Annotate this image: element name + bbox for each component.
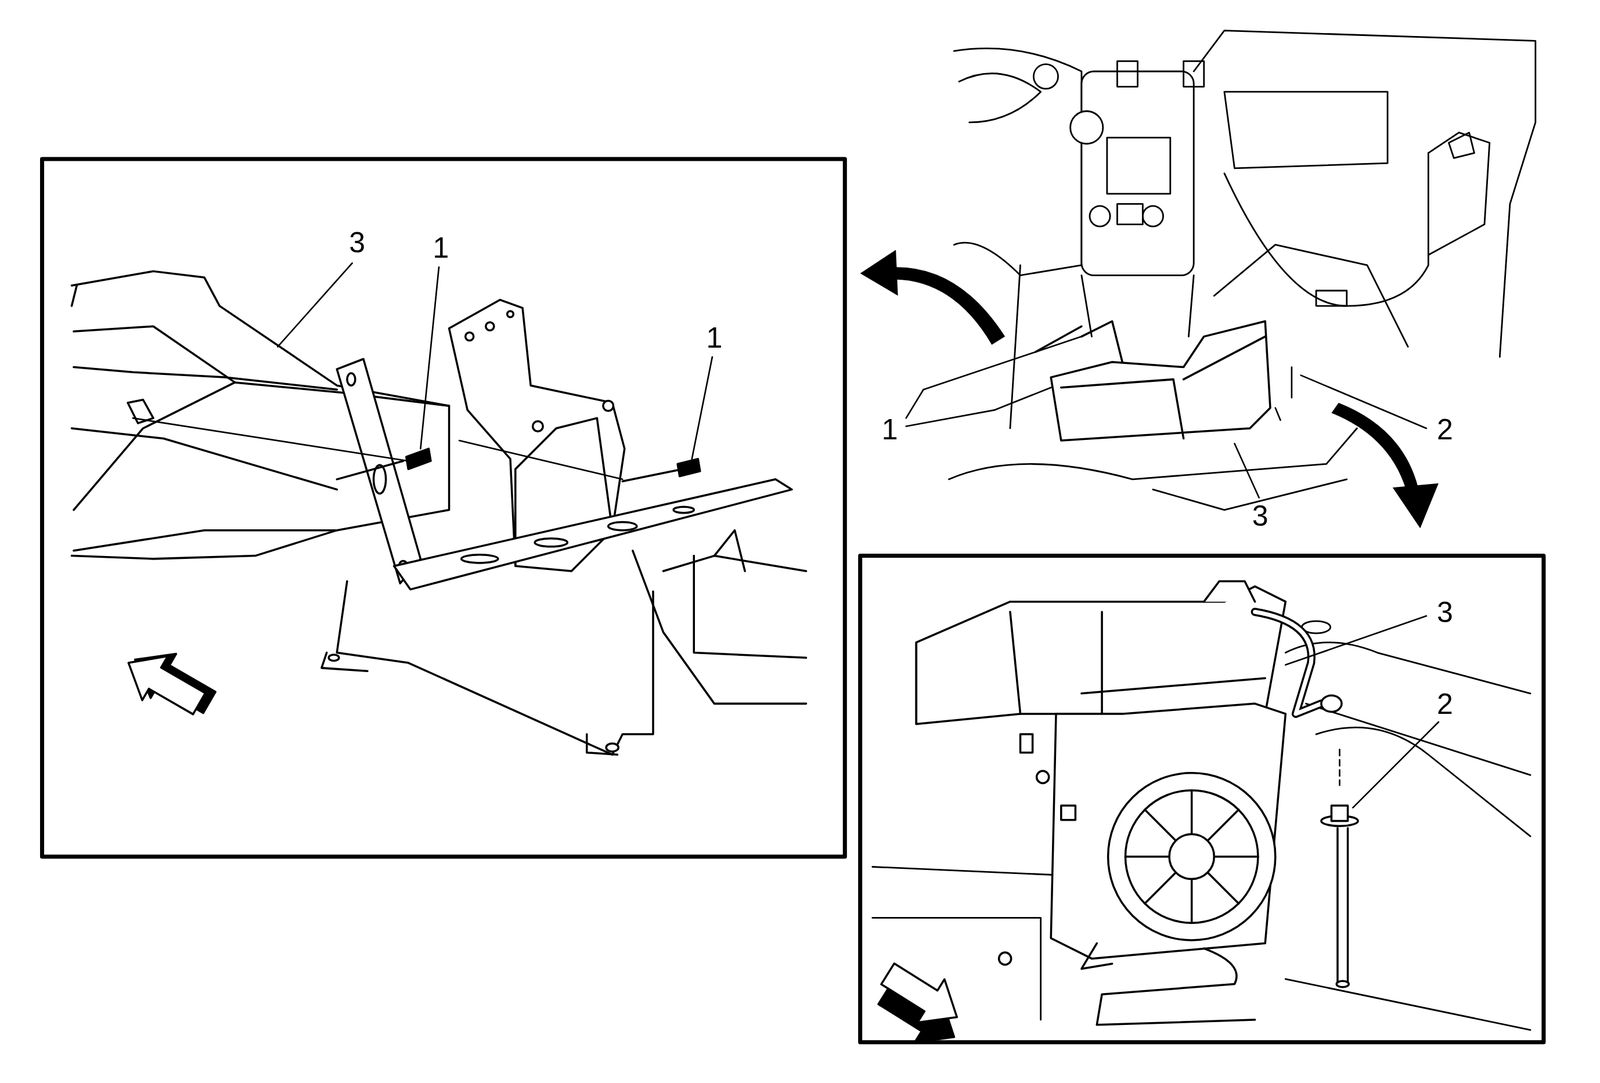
callout-number: 3 xyxy=(1436,597,1454,627)
leader-line xyxy=(277,262,713,459)
leader-line xyxy=(1285,615,1439,808)
screw xyxy=(132,417,701,482)
callout-number: 1 xyxy=(432,233,449,263)
callout-number: 2 xyxy=(1436,689,1454,719)
curved-arrow xyxy=(860,249,1439,529)
callout-number: 1 xyxy=(881,415,899,445)
detail-frame xyxy=(860,556,1544,1043)
callout-number: 3 xyxy=(1252,501,1269,531)
callout-number: 3 xyxy=(348,228,366,258)
leader-line xyxy=(906,336,1427,499)
dashboard-drawing xyxy=(949,30,1536,511)
detail-frame xyxy=(42,159,846,857)
blower-duct xyxy=(916,581,1342,1026)
stud-nut xyxy=(1321,749,1358,987)
duct-drawing xyxy=(1035,321,1271,441)
mounting-bracket xyxy=(321,300,807,756)
callout-number: 1 xyxy=(705,323,723,353)
callout-number: 2 xyxy=(1436,415,1454,445)
direction-arrow xyxy=(115,635,222,731)
direction-arrow xyxy=(864,952,978,1059)
